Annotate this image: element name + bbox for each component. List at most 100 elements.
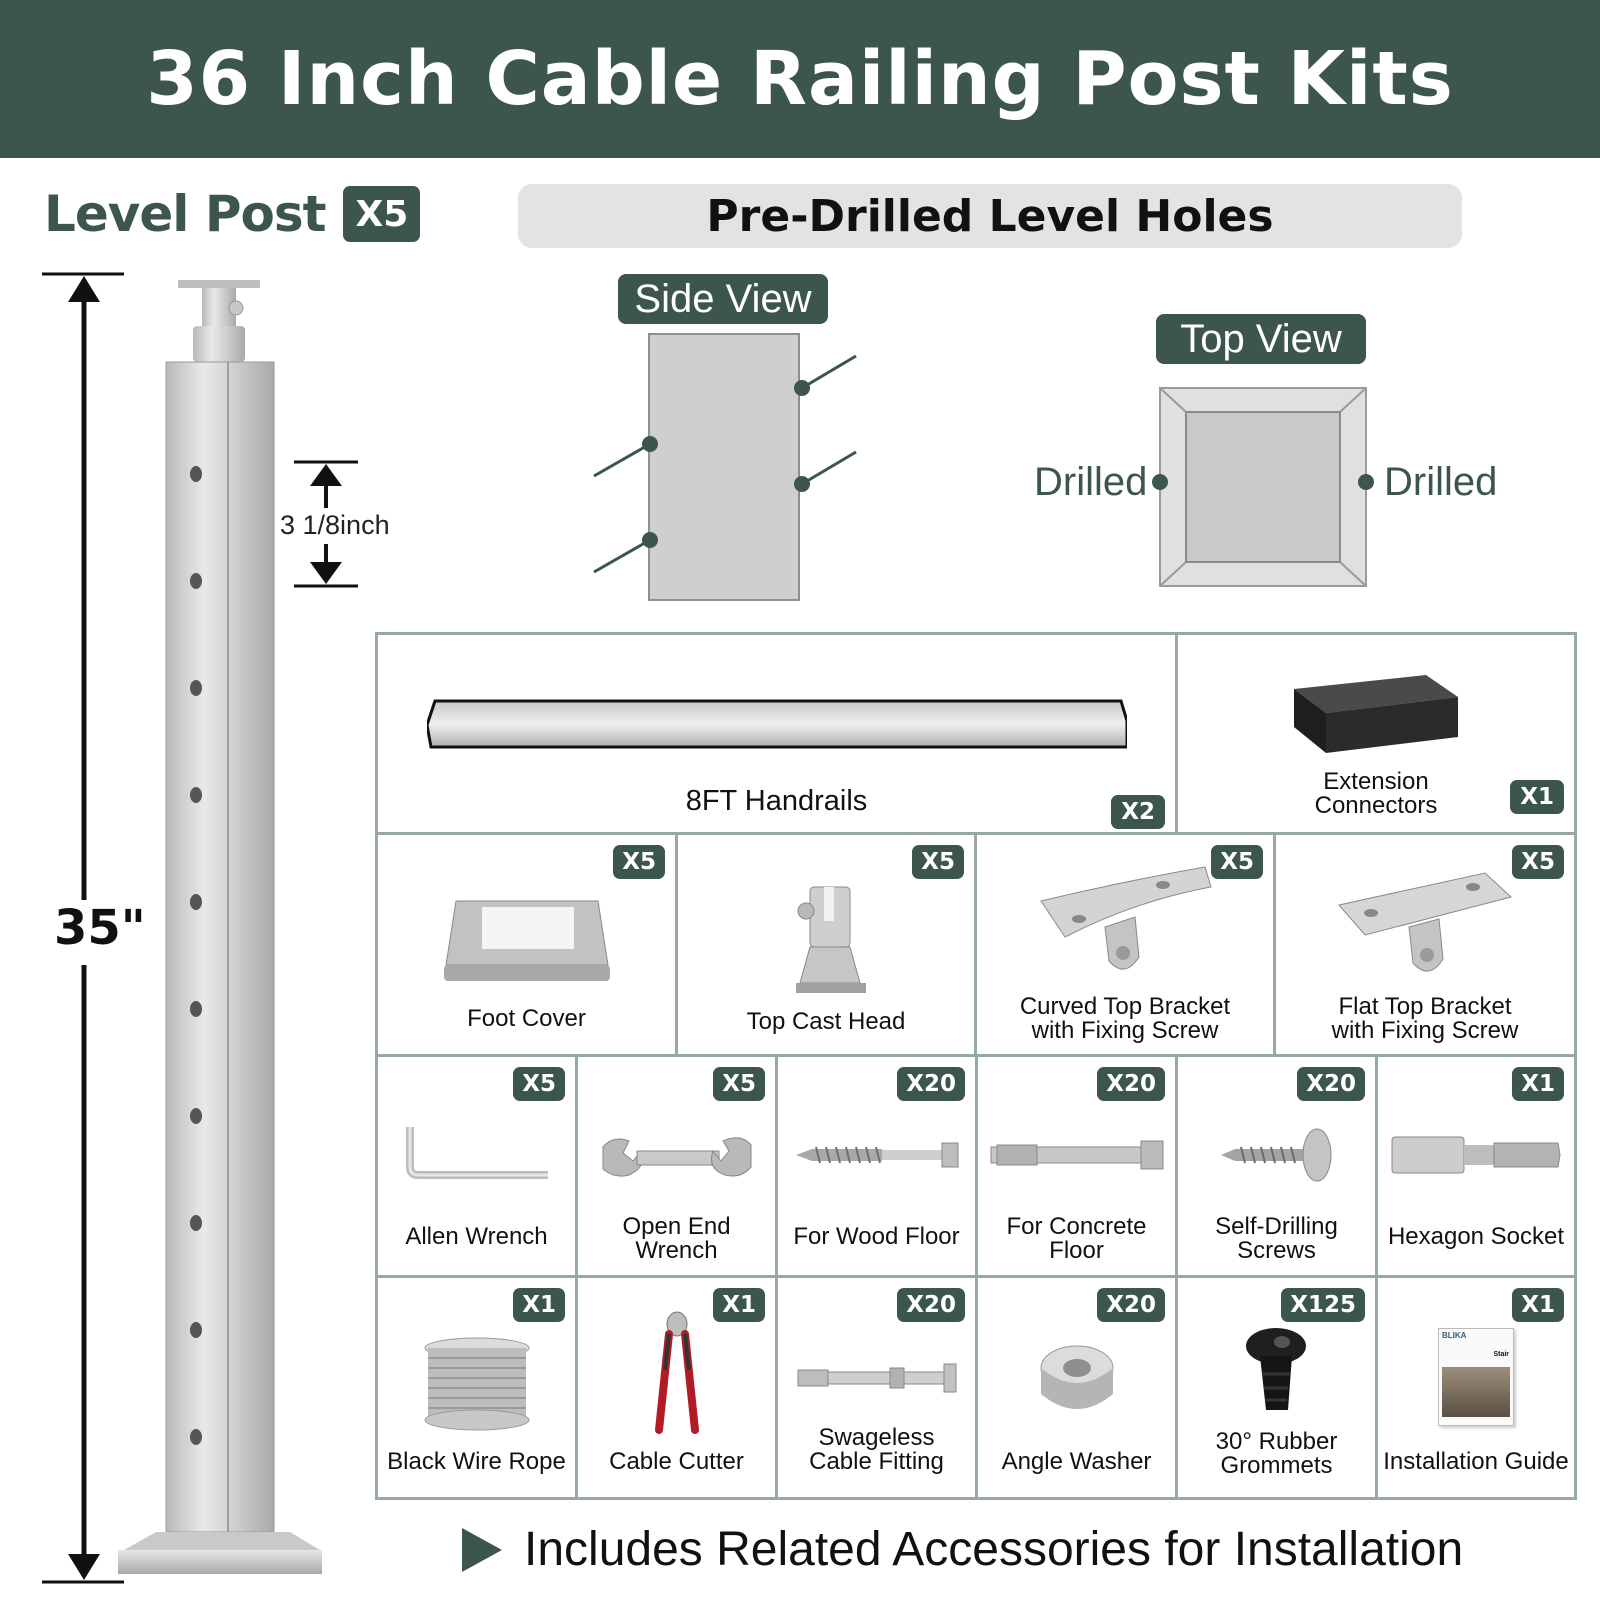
kit-item-swageless-fitting: X20 Swageless Cable Fitting <box>778 1278 978 1497</box>
kit-item-wire-rope: X1 Black Wire Rope <box>378 1278 578 1497</box>
self-drilling-label-line1: Self-Drilling <box>1215 1213 1338 1240</box>
extension-connector-icon <box>1294 675 1458 753</box>
allen-wrench-icon <box>405 1127 548 1179</box>
cable-fitting-label-line2: Cable Fitting <box>809 1448 944 1475</box>
spacing-label: 3 1/8inch <box>280 510 390 540</box>
post-body <box>165 361 275 1533</box>
wood-screw-qty-badge: X20 <box>897 1067 965 1101</box>
kit-item-self-drilling-screws: X20 Self-Drilling Screws <box>1178 1057 1378 1275</box>
rubber-grommet-label-line2: Grommets <box>1220 1452 1333 1479</box>
guide-title: Stair <box>1493 1351 1509 1358</box>
flat-bracket-label: Flat Top Bracket with Fixing Screw <box>1276 995 1574 1043</box>
handrail-icon <box>426 699 1127 749</box>
open-end-wrench-label: Open End Wrench <box>578 1215 775 1263</box>
page-title: 36 Inch Cable Railing Post Kits <box>146 36 1454 122</box>
hex-socket-qty-badge: X1 <box>1512 1067 1564 1101</box>
self-drilling-qty-badge: X20 <box>1297 1067 1365 1101</box>
kit-row-4: X1 Black Wire Rope X1 Cable Cutter X20 <box>378 1278 1574 1497</box>
rubber-grommet-label: 30° Rubber Grommets <box>1178 1430 1375 1478</box>
concrete-anchor-label-line1: For Concrete <box>1006 1213 1147 1240</box>
curved-bracket-label-line2: with Fixing Screw <box>1031 1017 1219 1044</box>
cable-cutter-qty-badge: X1 <box>713 1288 765 1322</box>
guide-cover-photo <box>1442 1367 1510 1417</box>
height-dimension-line <box>42 272 124 1584</box>
accessories-note: Includes Related Accessories for Install… <box>462 1522 1463 1577</box>
angle-washer-qty-badge: X20 <box>1097 1288 1165 1322</box>
open-end-wrench-icon <box>602 1137 751 1177</box>
lag-screw-icon <box>795 1142 958 1168</box>
drilled-right-label: Drilled <box>1384 460 1498 504</box>
cable-fitting-qty-badge: X20 <box>897 1288 965 1322</box>
level-post-heading: Level Post X5 <box>44 185 421 243</box>
wire-rope-label: Black Wire Rope <box>387 1448 566 1475</box>
extension-qty-badge: X1 <box>1510 780 1564 814</box>
play-arrow-icon <box>462 1527 502 1572</box>
flat-bracket-label-line1: Flat Top Bracket <box>1338 993 1512 1020</box>
level-post-title: Level Post <box>44 185 326 243</box>
cable-fitting-label-line1: Swageless <box>818 1424 935 1451</box>
concrete-anchor-label-line2: Floor <box>1049 1237 1104 1264</box>
side-view-diagram <box>593 333 857 601</box>
kit-row-1: 8FT Handrails X2 Extension Connectors X1 <box>378 635 1574 835</box>
hex-socket-label: Hexagon Socket <box>1387 1223 1565 1250</box>
kit-item-allen-wrench: X5 Allen Wrench <box>378 1057 578 1275</box>
kit-item-hexagon-socket: X1 Hexagon Socket <box>1378 1057 1574 1275</box>
height-label: 35" <box>54 900 146 956</box>
kit-item-foot-cover: X5 Foot Cover <box>378 835 678 1054</box>
self-drilling-screw-icon <box>1220 1128 1331 1182</box>
cable-fitting-icon <box>797 1363 956 1393</box>
flat-bracket-icon <box>1338 872 1513 972</box>
kit-item-open-end-wrench: X5 Open End Wrench <box>578 1057 778 1275</box>
post-holes <box>190 466 202 1445</box>
flat-bracket-qty-badge: X5 <box>1512 845 1564 879</box>
self-drilling-label-line2: Screws <box>1237 1237 1316 1264</box>
kit-item-extension-connectors: Extension Connectors X1 <box>1178 635 1574 832</box>
self-drilling-label: Self-Drilling Screws <box>1178 1215 1375 1263</box>
level-post-qty-badge: X5 <box>343 186 421 242</box>
curved-bracket-label-line1: Curved Top Bracket <box>1019 993 1231 1020</box>
concrete-anchor-qty-badge: X20 <box>1097 1067 1165 1101</box>
installation-guide-icon: BLIKA Stair <box>1438 1328 1514 1426</box>
side-view-label: Side View <box>618 274 828 324</box>
kit-item-curved-top-bracket: X5 Curved Top Bracket with Fixing Screw <box>977 835 1276 1054</box>
concrete-anchor-label: For Concrete Floor <box>978 1215 1175 1263</box>
installation-guide-label: Installation Guide <box>1383 1448 1569 1475</box>
handrail-caption: 8FT Handrails X2 <box>378 785 1175 829</box>
drilled-left-label: Drilled <box>1034 460 1148 504</box>
cable-cutter-label: Cable Cutter <box>609 1448 744 1475</box>
top-view-label: Top View <box>1156 314 1366 364</box>
top-cast-head-label: Top Cast Head <box>746 1008 906 1035</box>
curved-bracket-label: Curved Top Bracket with Fixing Screw <box>977 995 1273 1043</box>
post-top-head <box>178 280 260 362</box>
pre-drilled-heading: Pre-Drilled Level Holes <box>518 184 1462 248</box>
accessories-note-text: Includes Related Accessories for Install… <box>524 1523 1464 1576</box>
extension-label-line1: Extension <box>1323 768 1429 795</box>
wire-rope-icon <box>424 1337 529 1431</box>
top-view-diagram <box>1152 387 1374 587</box>
extension-label-line2: Connectors <box>1314 792 1438 819</box>
kit-item-concrete-anchor: X20 For Concrete Floor <box>978 1057 1178 1275</box>
kit-row-2: X5 Foot Cover X5 Top Cast Head X5 <box>378 835 1574 1057</box>
kit-item-installation-guide: X1 BLIKA Stair Installation Guide <box>1378 1278 1574 1497</box>
kit-contents-grid: 8FT Handrails X2 Extension Connectors X1… <box>375 632 1577 1500</box>
wire-rope-qty-badge: X1 <box>513 1288 565 1322</box>
open-end-wrench-label-line1: Open End <box>622 1213 731 1240</box>
installation-guide-qty-badge: X1 <box>1512 1288 1564 1322</box>
top-cast-head-icon <box>796 886 866 993</box>
rubber-grommet-qty-badge: X125 <box>1281 1288 1365 1322</box>
kit-item-handrails: 8FT Handrails X2 <box>378 635 1178 832</box>
kit-item-wood-floor-screw: X20 For Wood Floor <box>778 1057 978 1275</box>
kit-item-flat-top-bracket: X5 Flat Top Bracket with Fixing Screw <box>1276 835 1574 1054</box>
top-cast-head-qty-badge: X5 <box>912 845 964 879</box>
curved-bracket-icon <box>1040 866 1212 970</box>
kit-item-rubber-grommets: X125 30° Rubber Grommets <box>1178 1278 1378 1497</box>
foot-cover-qty-badge: X5 <box>613 845 665 879</box>
post-base-plate <box>118 1532 322 1574</box>
rubber-grommet-icon <box>1245 1328 1306 1410</box>
angle-washer-icon <box>1040 1345 1113 1409</box>
flat-bracket-label-line2: with Fixing Screw <box>1331 1017 1519 1044</box>
foot-cover-label: Foot Cover <box>467 1005 586 1032</box>
extension-caption: Extension Connectors X1 <box>1178 770 1574 818</box>
header-banner: 36 Inch Cable Railing Post Kits <box>0 0 1600 158</box>
cable-cutter-icon <box>654 1311 699 1434</box>
